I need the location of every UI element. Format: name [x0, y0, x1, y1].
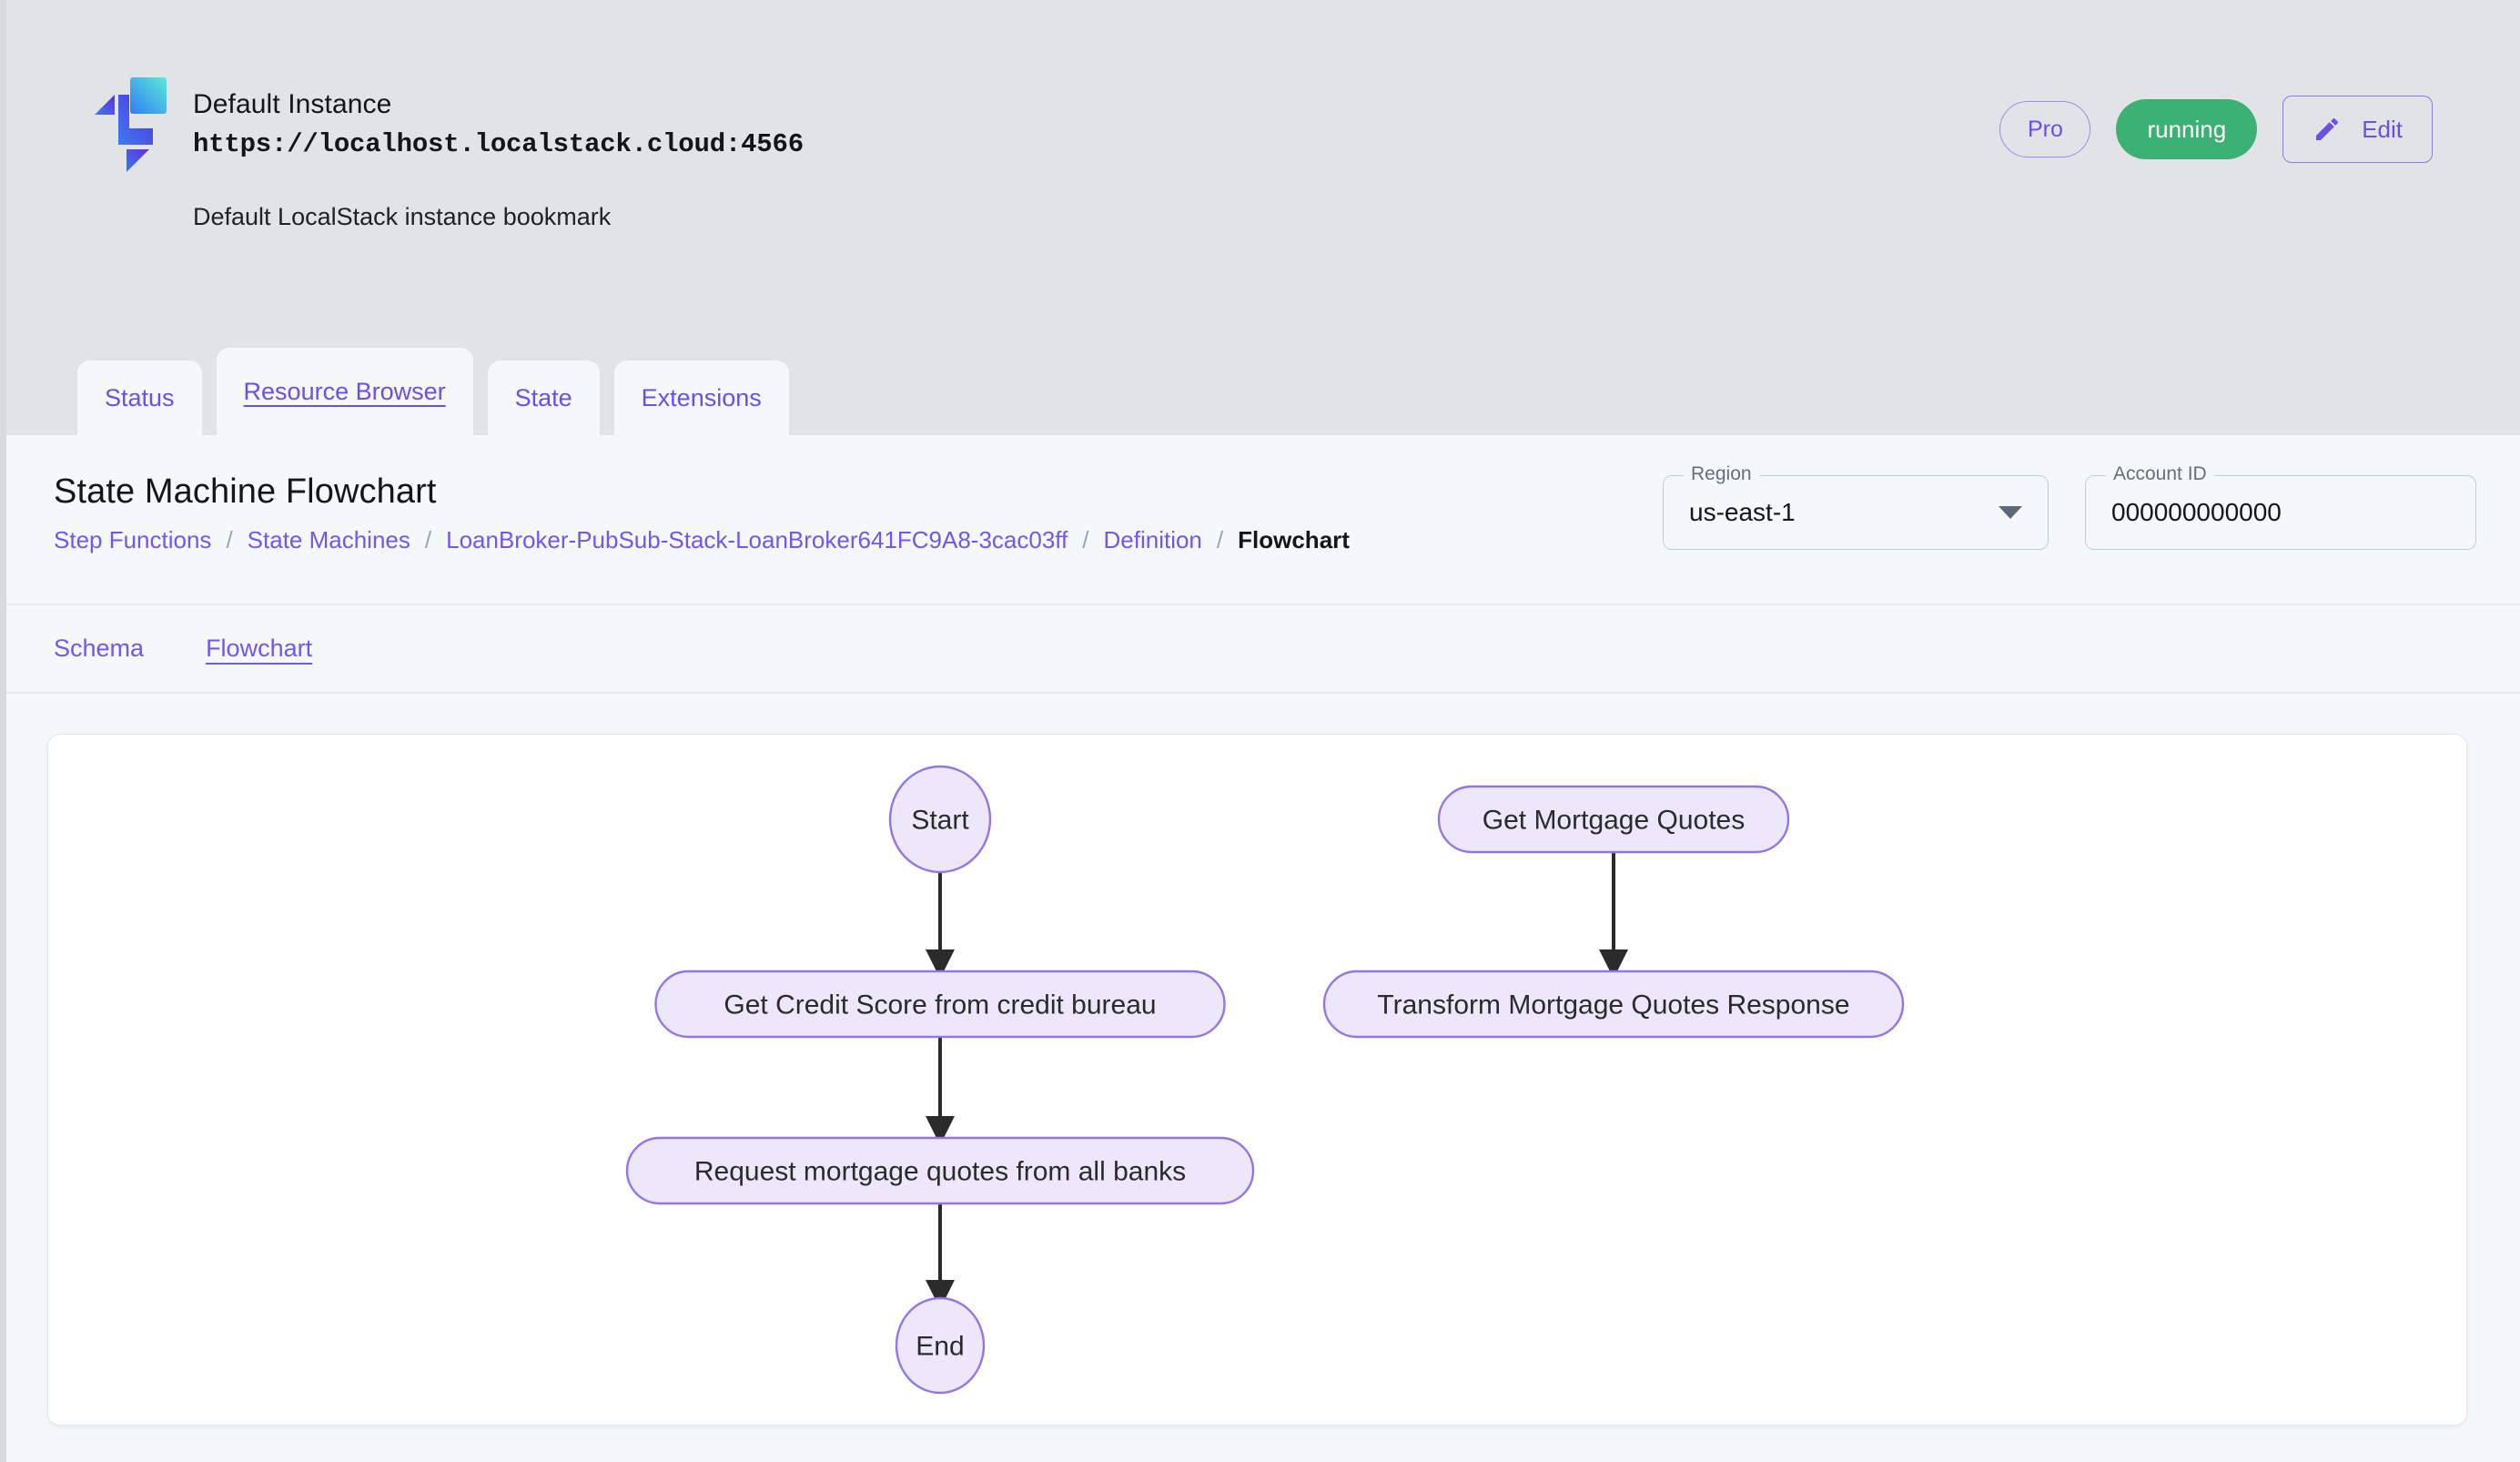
- instance-meta: Default Instance https://localhost.local…: [193, 75, 804, 231]
- breadcrumb-item-step-functions[interactable]: Step Functions: [54, 526, 212, 553]
- flow-node-request-quotes-label: Request mortgage quotes from all banks: [694, 1157, 1186, 1187]
- flow-node-get-mortgage-quotes-label: Get Mortgage Quotes: [1483, 806, 1746, 836]
- state-machine-flowchart[interactable]: Start Get Credit Score from credit burea…: [48, 735, 2467, 1426]
- tab-resource-browser-label: Resource Browser: [243, 377, 446, 405]
- status-badge: running: [2116, 99, 2258, 159]
- sub-tab-schema[interactable]: Schema: [54, 635, 145, 662]
- flowchart-card: Start Get Credit Score from credit burea…: [47, 734, 2467, 1426]
- breadcrumb: Step Functions / State Machines / LoanBr…: [54, 526, 1350, 554]
- chevron-down-icon[interactable]: [1999, 506, 2022, 519]
- page-left-edge: [0, 0, 6, 1462]
- flow-node-get-mortgage-quotes[interactable]: Get Mortgage Quotes: [1437, 785, 1790, 854]
- breadcrumb-separator: /: [1082, 526, 1089, 553]
- flow-node-get-credit-score[interactable]: Get Credit Score from credit bureau: [654, 970, 1226, 1039]
- breadcrumb-separator: /: [424, 526, 432, 553]
- region-select[interactable]: Region us-east-1: [1663, 464, 2049, 550]
- flow-node-start[interactable]: Start: [888, 765, 992, 874]
- instance-description: Default LocalStack instance bookmark: [193, 202, 612, 230]
- flow-node-transform-response-label: Transform Mortgage Quotes Response: [1377, 990, 1849, 1020]
- edit-button[interactable]: Edit: [2282, 96, 2433, 163]
- breadcrumb-item-definition[interactable]: Definition: [1103, 526, 1202, 553]
- flow-node-start-label: Start: [911, 806, 969, 836]
- tab-state-label: State: [514, 383, 572, 411]
- breadcrumb-separator: /: [226, 526, 233, 553]
- instance-title: Default Instance: [193, 89, 392, 119]
- pro-badge[interactable]: Pro: [1999, 101, 2091, 157]
- tab-status[interactable]: Status: [77, 360, 202, 435]
- flow-node-end-label: End: [916, 1332, 964, 1362]
- localstack-logo-icon: [95, 77, 167, 172]
- pencil-icon: [2316, 117, 2339, 140]
- flow-node-request-quotes[interactable]: Request mortgage quotes from all banks: [625, 1136, 1255, 1205]
- region-value: us-east-1: [1689, 498, 1796, 526]
- region-label: Region: [1684, 464, 1759, 483]
- account-id-value: 000000000000: [2111, 498, 2282, 526]
- instance-endpoint: https://localhost.localstack.cloud:4566: [193, 128, 804, 159]
- tab-resource-browser[interactable]: Resource Browser: [216, 348, 473, 435]
- main-tab-bar: Status Resource Browser State Extensions: [0, 348, 2520, 435]
- flow-node-transform-response[interactable]: Transform Mortgage Quotes Response: [1322, 970, 1905, 1039]
- account-id-field[interactable]: Account ID 000000000000: [2085, 464, 2476, 550]
- sub-tab-flowchart[interactable]: Flowchart: [206, 635, 313, 662]
- page-title-bar: State Machine Flowchart Step Functions /…: [6, 435, 2520, 605]
- region-account-selectors: Region us-east-1 Account ID 000000000000: [1663, 464, 2476, 550]
- breadcrumb-item-state-machines[interactable]: State Machines: [247, 526, 410, 553]
- account-id-label: Account ID: [2106, 464, 2214, 483]
- flow-node-get-credit-score-label: Get Credit Score from credit bureau: [724, 990, 1156, 1020]
- edit-button-label: Edit: [2362, 115, 2403, 143]
- tab-extensions[interactable]: Extensions: [613, 360, 789, 435]
- breadcrumb-item-state-machine-name[interactable]: LoanBroker-PubSub-Stack-LoanBroker641FC9…: [446, 526, 1068, 553]
- sub-tab-bar: Schema Flowchart: [6, 605, 2520, 694]
- header-controls: Pro running Edit: [1999, 96, 2433, 163]
- tab-state[interactable]: State: [487, 360, 600, 435]
- tab-extensions-label: Extensions: [641, 383, 762, 411]
- flow-node-end[interactable]: End: [895, 1296, 986, 1395]
- instance-identity: Default Instance https://localhost.local…: [87, 75, 804, 231]
- page-title: State Machine Flowchart: [54, 472, 437, 511]
- tab-status-label: Status: [105, 383, 175, 411]
- breadcrumb-item-flowchart: Flowchart: [1238, 526, 1350, 553]
- breadcrumb-separator: /: [1216, 526, 1224, 553]
